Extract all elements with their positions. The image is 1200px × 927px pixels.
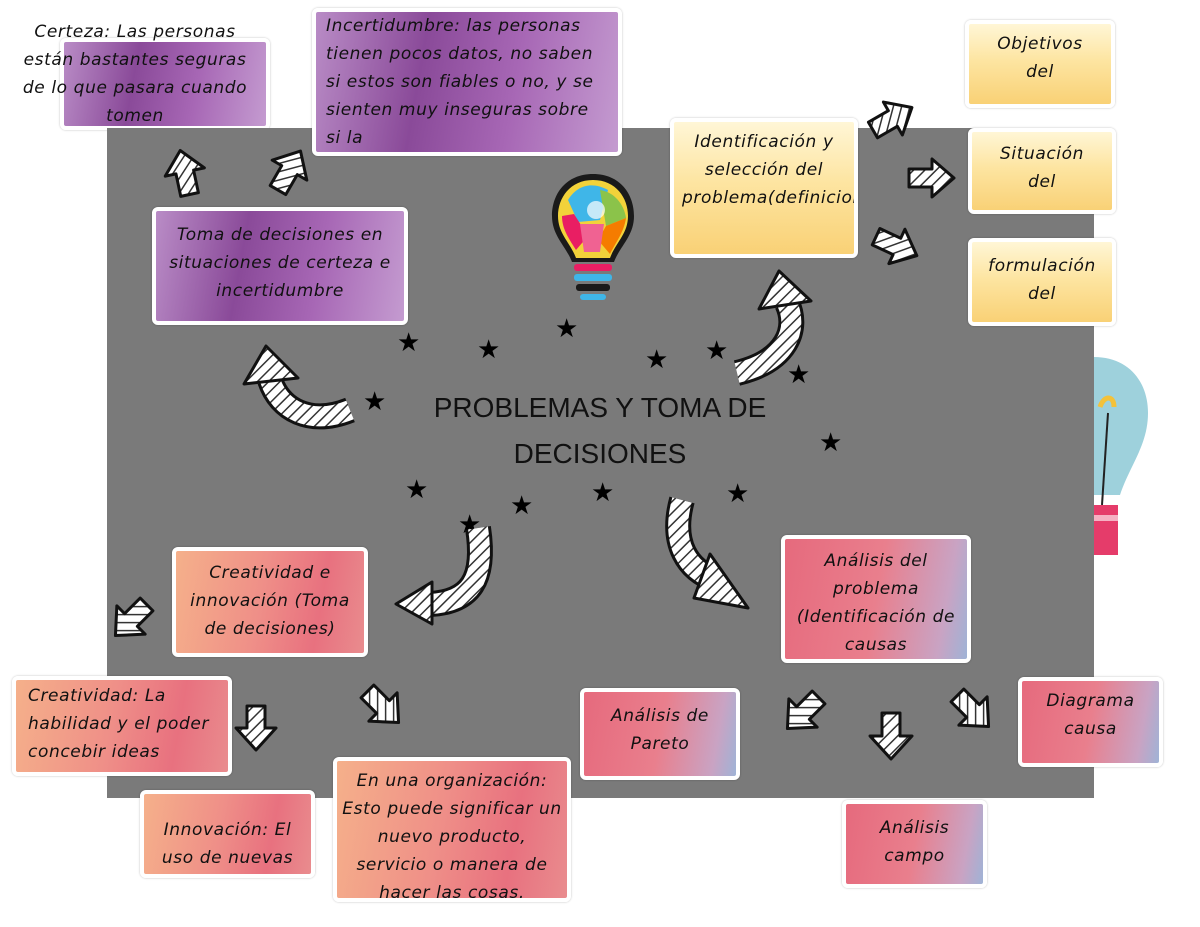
arrow-down-icon xyxy=(234,704,278,752)
card-incertidumbre: Incertidumbre: las personas tienen pocos… xyxy=(312,8,622,156)
card-analisis-problema: Análisis del problema (Identificación de… xyxy=(781,535,971,663)
star-icon: ★ xyxy=(397,328,421,358)
arrow-down-icon xyxy=(868,711,914,761)
arrow-down-right-icon xyxy=(949,687,991,729)
arrow-up-icon xyxy=(163,149,206,198)
arrow-down-left-icon xyxy=(785,689,827,731)
arrow-right-icon xyxy=(907,157,956,199)
card-objetivos: Objetivos del xyxy=(965,20,1115,108)
star-icon: ★ xyxy=(645,345,669,375)
card-innovacion: Innovación: El uso de nuevas xyxy=(140,790,315,878)
arrow-down-left-icon xyxy=(113,596,155,638)
star-icon: ★ xyxy=(819,428,843,458)
star-icon: ★ xyxy=(555,314,579,344)
star-icon: ★ xyxy=(363,387,387,417)
curved-arrow-to-identificacion xyxy=(733,269,813,386)
arrow-down-right-icon xyxy=(870,227,919,266)
card-creatividad-innovacion: Creatividad e innovación (Toma de decisi… xyxy=(172,547,368,657)
card-identificacion: Identificación y selección del problema(… xyxy=(670,118,858,258)
diagram-title: PROBLEMAS Y TOMA DE DECISIONES xyxy=(433,392,767,469)
lightbulb-side-icon xyxy=(1094,357,1148,555)
star-icon: ★ xyxy=(477,335,501,365)
arrow-up-icon xyxy=(268,149,309,197)
curved-arrow-to-toma xyxy=(242,344,355,430)
star-icon: ★ xyxy=(726,479,750,509)
card-diagrama: Diagrama causa xyxy=(1018,677,1163,767)
lightbulb-icon xyxy=(552,174,634,300)
card-certeza: Certeza: Las personas están bastantes se… xyxy=(22,22,248,126)
curved-arrow-to-creatividad xyxy=(394,526,493,626)
card-creatividad: Creatividad: La habilidad y el poder con… xyxy=(12,676,232,776)
star-icon: ★ xyxy=(591,478,615,508)
arrow-down-right-icon xyxy=(359,683,401,725)
curved-arrow-to-analisis xyxy=(665,496,750,610)
card-organizacion: En una organización: Esto puede signific… xyxy=(333,757,571,902)
arrow-up-right-icon xyxy=(866,100,914,140)
card-pareto: Análisis de Pareto xyxy=(580,688,740,780)
card-toma-decisiones: Toma de decisiones en situaciones de cer… xyxy=(152,207,408,325)
card-situacion: Situación del xyxy=(968,128,1116,214)
star-icon: ★ xyxy=(787,360,811,390)
card-campo: Análisis campo xyxy=(842,800,987,888)
star-icon: ★ xyxy=(405,475,429,505)
star-icon: ★ xyxy=(510,491,534,521)
card-formulacion: formulación del xyxy=(968,238,1116,326)
star-icon: ★ xyxy=(705,336,729,366)
